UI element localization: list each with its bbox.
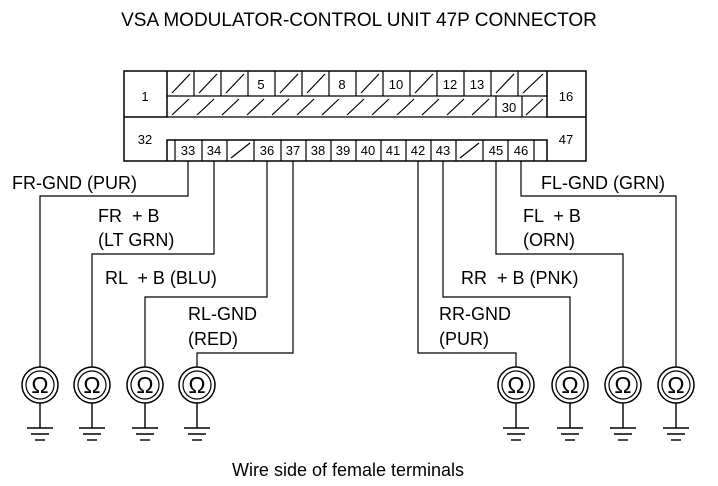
pin-8-label: 8 [338,77,345,92]
pin-16-label: 16 [559,89,573,104]
pin-33-label: 33 [181,143,195,158]
probe-label-fr-b-line2: (LT GRN) [98,230,174,250]
pin-30-label: 30 [502,100,516,115]
probe-label-rr-gnd-line2: (PUR) [439,329,489,349]
pin-41-label: 41 [386,143,400,158]
ohmmeter-icon: Ω [73,366,111,404]
ground-icon [503,403,529,441]
ohm-symbol: Ω [136,372,153,398]
pin-36-label: 36 [260,143,274,158]
ohmmeter-icon: Ω [551,366,589,404]
ohmmeter-icon: Ω [178,366,216,404]
wire-rl-b [144,161,268,367]
pin-row-3 [174,140,535,161]
ohm-symbol: Ω [188,372,205,398]
pin-row-2 [167,96,547,118]
ground-icon [79,403,105,441]
pin-13-label: 13 [470,77,484,92]
probe-label-fl-b-line1: FL + B [523,206,581,226]
pin-40-label: 40 [361,143,375,158]
ground-icon [27,403,53,441]
pin-10-label: 10 [389,77,403,92]
pin-47-label: 47 [559,132,573,147]
pin-39-label: 39 [336,143,350,158]
pin-12-label: 12 [443,77,457,92]
wire-fr-gnd [39,161,189,367]
pin-row-1 [167,71,547,97]
ohm-symbol: Ω [83,372,100,398]
ohmmeter-icon: Ω [497,366,535,404]
probe-wires [39,161,677,367]
ground-icon [610,403,636,441]
ohmmeter-icon: Ω [657,366,695,404]
probe-label-fr-b-line1: FR + B [98,206,160,226]
footer-caption: Wire side of female terminals [232,460,464,480]
probe-label-rr-b: RR + B (PNK) [461,268,579,288]
ground-icon [132,403,158,441]
ohmmeter-icon: Ω [604,366,642,404]
ohmmeter-icon: Ω [21,366,59,404]
wire-fl-gnd [520,161,677,367]
page-title: VSA MODULATOR-CONTROL UNIT 47P CONNECTOR [121,10,597,31]
ohmmeter-icon: Ω [126,366,164,404]
pin-5-label: 5 [257,77,264,92]
pin-38-label: 38 [311,143,325,158]
ohm-symbol: Ω [667,372,684,398]
pin-32-label: 32 [138,132,152,147]
ohm-symbol: Ω [561,372,578,398]
wire-rr-b [442,161,571,367]
ohm-symbol: Ω [614,372,631,398]
pin-1-label: 1 [141,89,148,104]
wire-fl-b [495,161,624,367]
ground-icon [184,403,210,441]
wire-rl-gnd [196,161,294,367]
ohm-symbol: Ω [31,372,48,398]
ground-icon [663,403,689,441]
pin-37-label: 37 [286,143,300,158]
pin-45-label: 45 [489,143,503,158]
wire-rr-gnd [417,161,517,367]
connector-body [123,70,587,162]
probe-label-fl-b-line2: (ORN) [523,230,575,250]
ground-icon [557,403,583,441]
probe-label-rl-b: RL + B (BLU) [105,268,217,288]
probe-label-rl-gnd-line1: RL-GND [188,304,257,324]
pin-34-label: 34 [207,143,221,158]
wire-fr-b [91,161,215,367]
pin-43-label: 43 [436,143,450,158]
probe-label-rl-gnd-line2: (RED) [188,329,238,349]
probe-label-rr-gnd-line1: RR-GND [439,304,511,324]
probe-label-fl-gnd: FL-GND (GRN) [541,173,665,193]
pin-42-label: 42 [411,143,425,158]
ohm-symbol: Ω [507,372,524,398]
pin-46-label: 46 [514,143,528,158]
probe-label-fr-gnd: FR-GND (PUR) [12,173,137,193]
